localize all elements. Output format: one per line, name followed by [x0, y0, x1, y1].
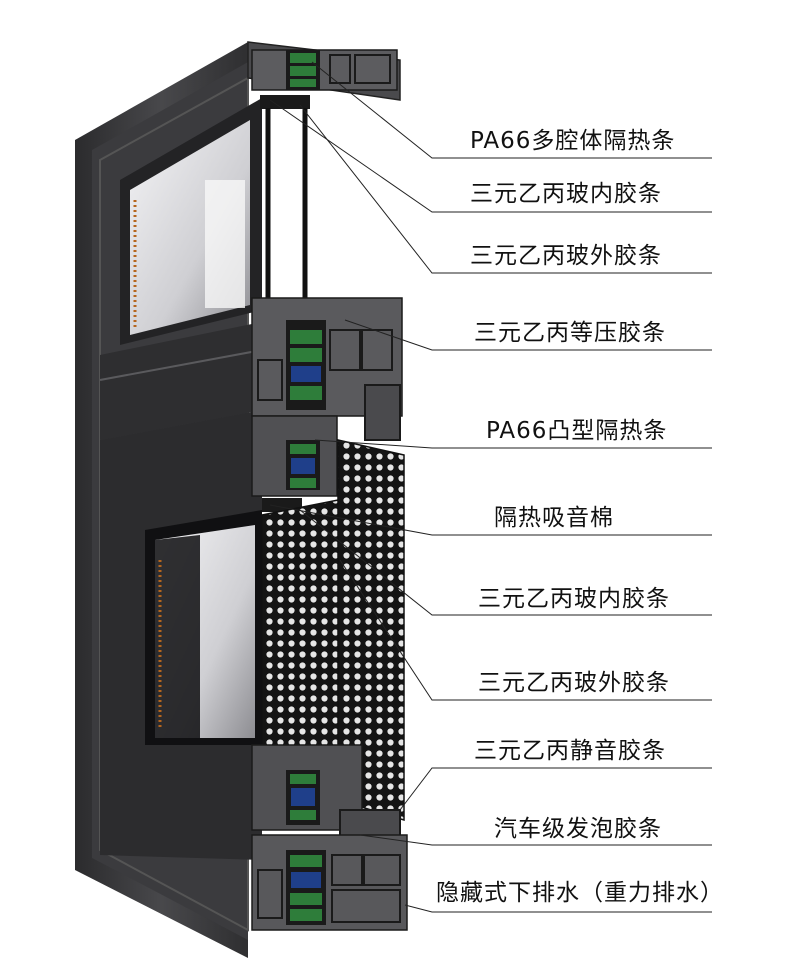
callout-label: 三元乙丙玻外胶条 — [478, 670, 670, 696]
leader-line — [314, 439, 712, 449]
callout-label: 隐藏式下排水（重力排水） — [436, 880, 724, 906]
leader-line — [359, 834, 712, 846]
leader-line — [404, 904, 712, 913]
leader-line — [299, 104, 712, 274]
leader-line — [269, 99, 712, 213]
callout-label: PA66多腔体隔热条 — [470, 128, 676, 154]
leader-line — [311, 61, 712, 159]
profile-cross-section — [247, 41, 408, 931]
leader-line — [299, 509, 712, 616]
upper-glass-pane — [120, 98, 262, 345]
lower-sash — [100, 410, 262, 860]
callout-label: 三元乙丙玻外胶条 — [470, 243, 662, 269]
leader-lines — [269, 61, 712, 913]
callout-label: 隔热吸音棉 — [494, 505, 614, 531]
leader-line — [269, 504, 712, 536]
callout-label: PA66凸型隔热条 — [486, 418, 668, 444]
leader-line — [339, 559, 712, 701]
callout-label: 三元乙丙玻内胶条 — [470, 181, 662, 207]
leader-line — [344, 319, 712, 351]
leader-line — [399, 767, 712, 811]
callout-label: 三元乙丙等压胶条 — [474, 320, 666, 346]
callout-label: 汽车级发泡胶条 — [494, 816, 662, 842]
callout-label: 三元乙丙静音胶条 — [474, 738, 666, 764]
transom-bar — [99, 322, 263, 440]
callout-label: 三元乙丙玻内胶条 — [478, 586, 670, 612]
